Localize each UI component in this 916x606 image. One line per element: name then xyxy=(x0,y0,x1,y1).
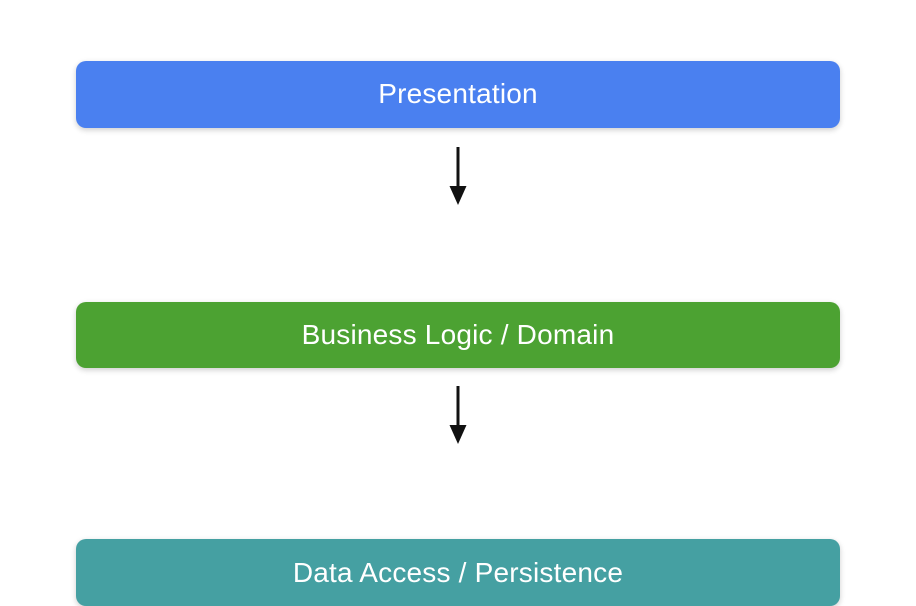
layer-label-presentation: Presentation xyxy=(378,78,538,110)
down-arrow-icon xyxy=(445,385,471,445)
layer-label-data-access: Data Access / Persistence xyxy=(292,556,624,588)
layer-box-business-logic: Business Logic / Domain xyxy=(76,301,840,369)
layer-box-presentation: Presentation xyxy=(76,61,840,128)
down-arrow-icon xyxy=(445,146,471,206)
layer-label-business-logic: Business Logic / Domain xyxy=(301,319,615,350)
layer-box-data-access: Data Access / Persistence xyxy=(76,539,840,606)
